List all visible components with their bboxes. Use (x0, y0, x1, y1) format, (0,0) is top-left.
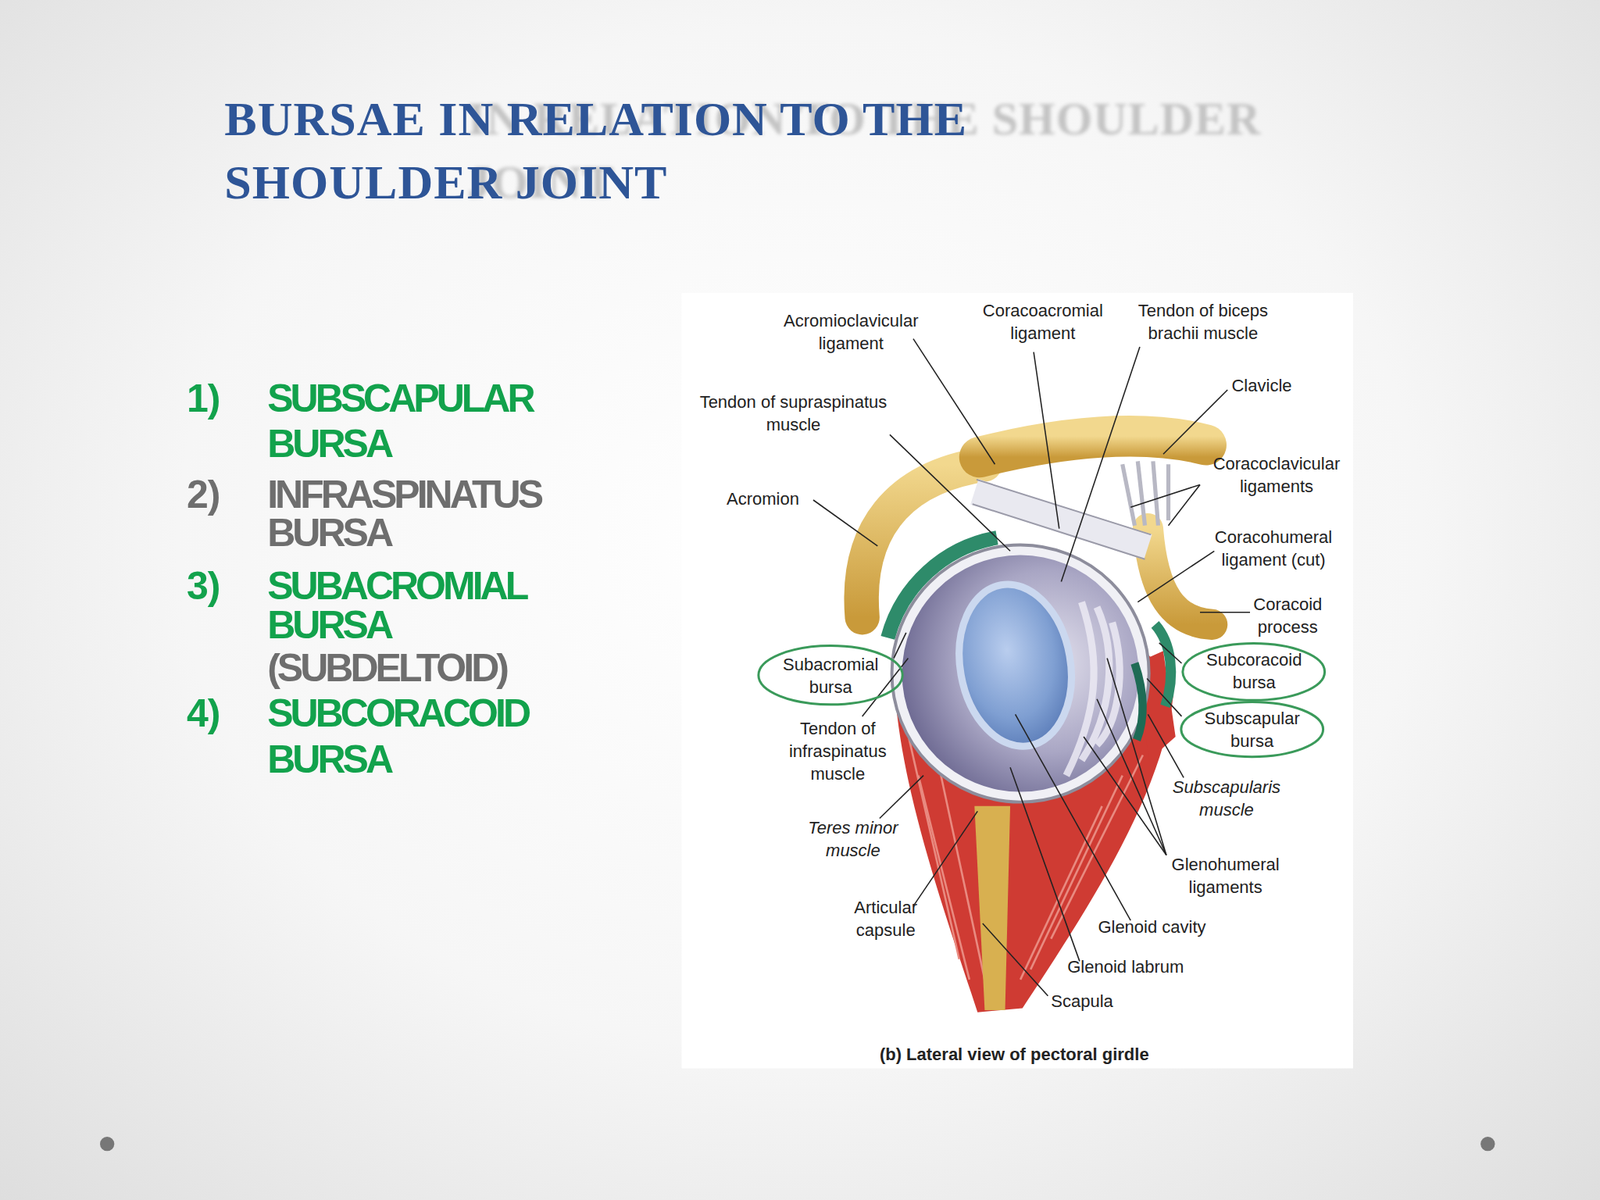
callout-ellipse-outline (758, 646, 903, 705)
slide-title: BURSAE IN RELATION TO THE SHOULDER JOINT (224, 87, 1204, 215)
list-item: SUBACROMIAL BURSA (267, 567, 574, 645)
part-label: Coracoid process (1236, 592, 1340, 639)
glenoid-cavity (946, 575, 1084, 755)
part-label: Tendon of infraspinatus muscle (776, 717, 900, 786)
acromion-bone (861, 464, 986, 618)
list-number: 2) (186, 475, 258, 515)
scapula-spine (974, 806, 1011, 1011)
part-label: Acromion (726, 487, 829, 511)
bursa-callout: Subcoracoid bursa (1181, 642, 1326, 702)
part-label: Glenoid cavity (1097, 915, 1241, 939)
part-label: Acromioclavicular ligament (769, 309, 933, 355)
subcoracoid-bursa-shape (1155, 624, 1172, 706)
part-label: Tendon of biceps brachii muscle (1126, 299, 1280, 345)
list-item: SUBCORACOID BURSA (267, 690, 574, 783)
list-item: INFRASPINATUS BURSA (267, 475, 574, 554)
part-label: Coracohumeral ligament (cut) (1202, 525, 1346, 572)
list-number: 4) (186, 690, 258, 737)
callout-ellipse-outline (1182, 642, 1325, 700)
bursa-label: Subcoracoid bursa (1195, 648, 1313, 694)
bursa-callout: Subscapular bursa (1179, 700, 1325, 758)
bursa-label: Subacromial bursa (771, 653, 890, 699)
part-label: Scapula (1050, 989, 1133, 1013)
subacromial-bursa-shape (887, 537, 997, 638)
capsule-interior (902, 555, 1140, 793)
ligament-outline (972, 479, 1152, 560)
part-label: Subscapularis muscle (1163, 775, 1290, 822)
callout-ellipse (757, 644, 904, 706)
figure-caption: (b) Lateral view of pectoral girdle (879, 1042, 1150, 1066)
list-number: 1) (186, 375, 258, 422)
bursa-callout: Subacromial bursa (757, 644, 904, 706)
part-label: Coracoacromial ligament (966, 299, 1120, 345)
list-number: 3) (186, 567, 258, 607)
subscapular-bursa-shape (1134, 663, 1143, 740)
part-label: Tendon of supraspinatus muscle (699, 390, 889, 436)
part-label: Articular capsule (834, 896, 937, 942)
part-label: Coracoclavicular ligaments (1200, 452, 1354, 498)
part-label: Clavicle (1231, 374, 1313, 397)
coracoacromial-ligament (974, 492, 1148, 548)
list-item: SUBSCAPULAR BURSA (267, 375, 574, 468)
list-item: (SUBDELTOID) (267, 649, 574, 689)
bursa-label: Subscapular bursa (1193, 707, 1311, 753)
coracoid-bone (1147, 528, 1212, 625)
part-label: Teres minor muscle (796, 816, 910, 862)
slide-dot (1480, 1136, 1495, 1151)
coracoclavicular-ligaments (1122, 460, 1169, 525)
part-label: Glenoid labrum (1067, 955, 1211, 979)
clavicle-bone (979, 435, 1207, 458)
slide-dot (100, 1136, 115, 1151)
callout-ellipse-outline (1181, 702, 1324, 758)
figure-background (681, 292, 1353, 1069)
part-label: Glenohumeral ligaments (1159, 853, 1293, 899)
articular-capsule (892, 544, 1150, 802)
